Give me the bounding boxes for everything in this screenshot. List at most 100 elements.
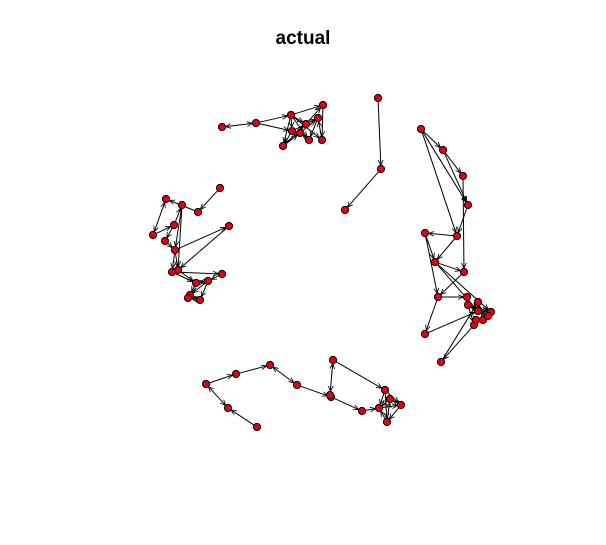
node-n28 [203,276,213,286]
node-n16 [193,207,203,217]
node-n33 [438,145,448,155]
edge-n60-n61 [335,361,382,388]
node-n12 [373,93,383,103]
edge-n62-n63 [382,405,398,407]
node-n15 [215,183,225,193]
edge-n7-n10 [319,122,322,137]
edge-n2-n3 [259,116,288,123]
edge-n25-n26 [175,272,219,274]
node-n6 [318,100,328,110]
edge-n52-n53 [231,410,255,426]
edge-n53-n54 [208,387,225,406]
node-n31 [183,293,193,303]
edge-n1-n2 [226,123,253,126]
edge-n36-n37 [429,233,454,235]
edge-n47-n48 [442,305,476,360]
node-n39 [459,267,469,277]
node-n17 [161,194,171,204]
edge-n28-n29 [193,282,206,293]
edge-n8-n9 [303,135,306,138]
node-n43 [420,329,430,339]
edge-n25-n27 [175,273,192,282]
node-n26 [217,269,227,279]
node-n30 [195,295,205,305]
node-n48 [473,297,483,307]
edge-n11-n4 [285,133,291,143]
node-n35 [463,200,473,210]
edge-n32-n35 [422,131,466,202]
node-n27 [191,278,201,288]
edge-n32-n36 [421,132,456,232]
edge-n27-n29 [192,286,195,292]
edge-n19-n20 [174,208,180,222]
node-n22 [170,245,180,255]
edge-n22-n24 [176,253,178,267]
edge-n6-n7 [322,108,323,137]
node-n41 [462,292,472,302]
edge-n13-n14 [347,171,380,208]
edge-n23-n24 [181,227,227,267]
edge-n34-n39 [463,179,464,269]
edge-n64-n62 [381,411,385,420]
node-n60 [328,355,338,365]
node-n10 [313,113,323,123]
node-n65 [385,394,395,404]
edge-layer [154,101,488,426]
node-n66 [325,390,335,400]
node-n13 [376,164,386,174]
edge-n28-n30 [201,284,208,296]
node-n62 [374,403,384,413]
node-n23 [224,221,234,231]
node-n2 [251,118,261,128]
node-n32 [416,124,426,134]
edge-n43-n44 [428,312,474,334]
edge-n37-n38 [425,236,434,258]
node-n25 [167,267,177,277]
edge-n2-n11 [259,123,289,130]
edge-n5-n6 [308,108,320,122]
edge-n37-n40 [425,236,438,294]
edge-n59-n62 [365,409,376,411]
edge-n32-n33 [423,131,441,147]
node-n51 [471,315,481,325]
node-n3 [286,110,296,120]
edge-n20-n24 [178,208,183,267]
node-n18 [148,230,158,240]
node-n20 [177,200,187,210]
edge-n33-n34 [444,152,461,173]
edge-n26-n28 [211,276,220,280]
edge-n57-n58 [300,385,327,396]
edge-n12-n13 [377,101,381,166]
node-n5 [301,119,311,129]
node-n11 [287,126,297,136]
edge-n30-n29 [193,297,197,299]
edge-n36-n38 [437,238,456,260]
edge-n58-n59 [334,398,358,410]
plot-title: actual [275,28,331,49]
edge-n61-n64 [385,393,387,419]
node-layer [148,93,496,432]
edge-n30-n31 [192,299,197,300]
edge-n54-n55 [209,375,232,384]
edge-n27-n28 [200,282,205,283]
edge-n22-n23 [178,227,225,249]
edge-n63-n65 [393,401,398,404]
node-n7 [317,135,327,145]
edge-n64-n65 [387,403,389,419]
node-n54 [201,379,211,389]
edge-n63-n64 [389,407,400,419]
edge-n4-n9 [285,135,297,145]
node-n34 [458,171,468,181]
node-n40 [433,292,443,302]
node-n42 [463,300,473,310]
node-n56 [265,360,275,370]
node-n57 [292,380,302,390]
node-n21 [160,236,170,246]
edge-n35-n36 [458,208,468,232]
node-n9 [295,128,305,138]
edge-n15-n16 [200,190,218,210]
edge-n21-n22 [168,243,173,247]
edge-n55-n56 [239,366,266,374]
